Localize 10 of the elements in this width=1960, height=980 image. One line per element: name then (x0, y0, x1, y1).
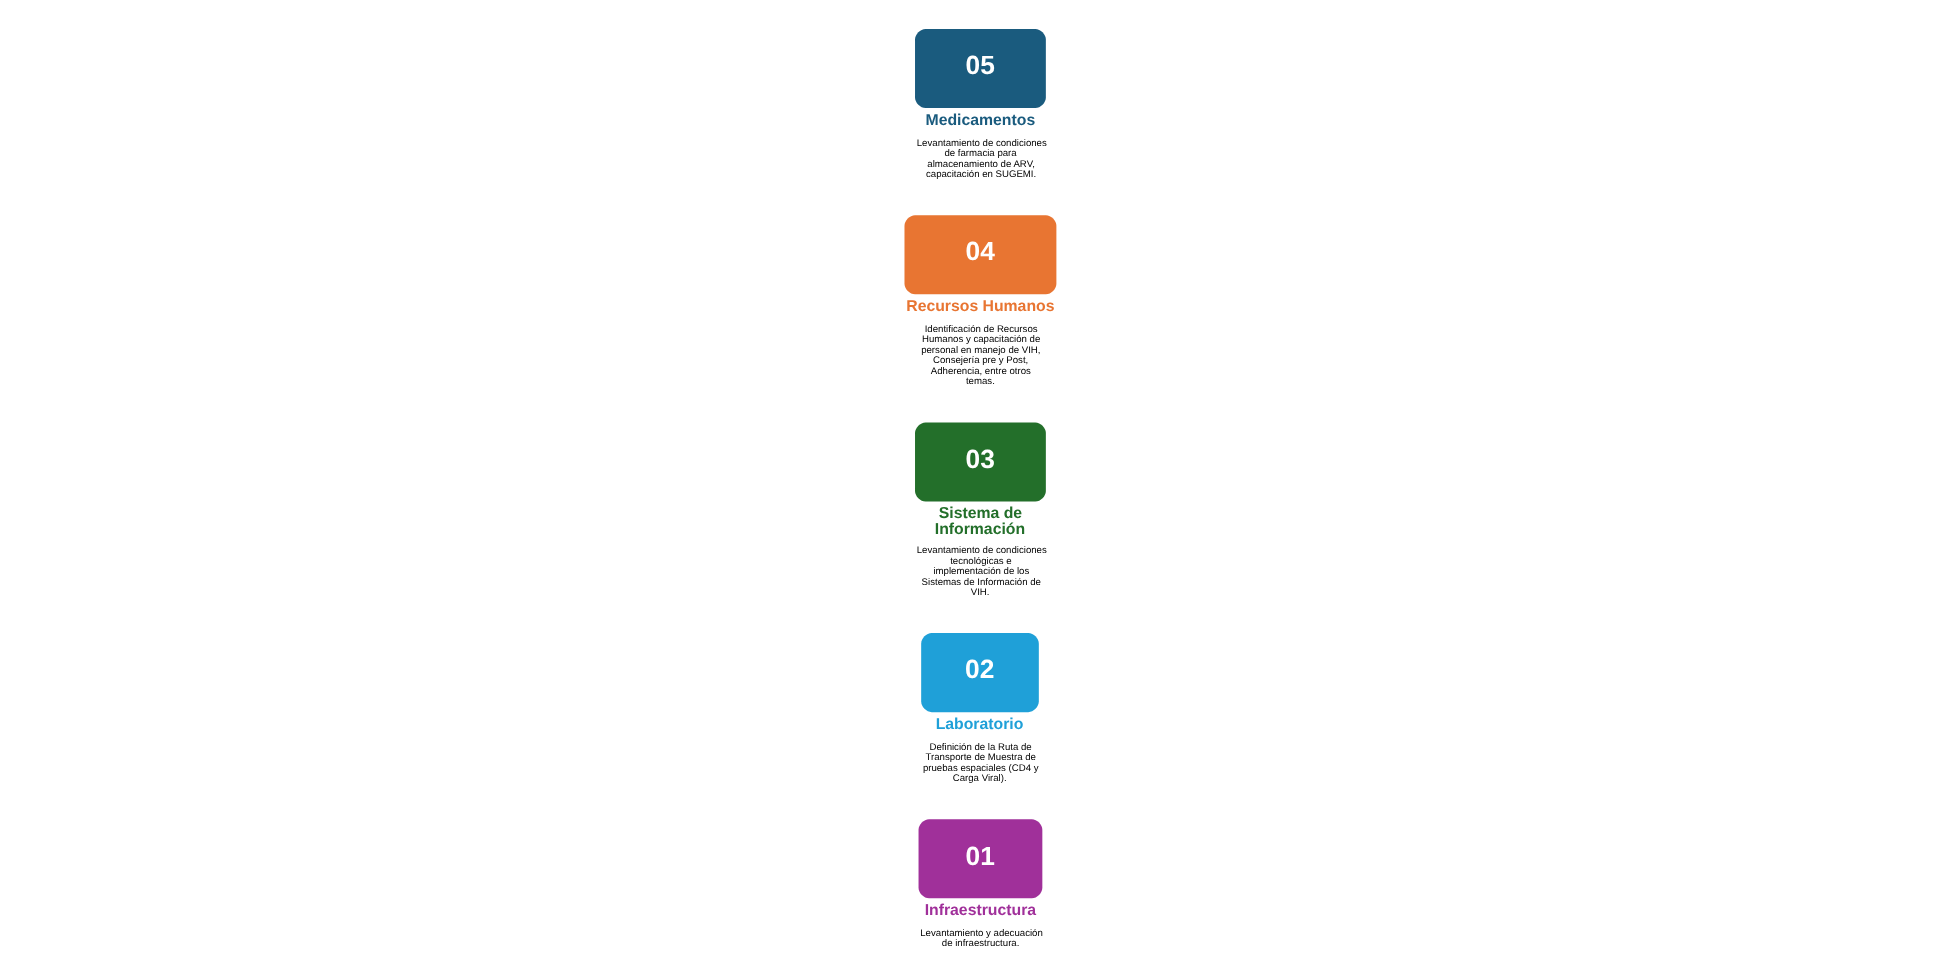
node-label: Sistema de Información (934, 504, 1026, 539)
node-label: Recursos Humanos (906, 297, 1055, 316)
node-label: Laboratorio (935, 715, 1024, 734)
node-box: 03 (915, 422, 1046, 502)
node-box: 05 (915, 29, 1046, 109)
node-label: Infraestructura (924, 901, 1037, 920)
node-label: Medicamentos (925, 111, 1036, 130)
node-box: 02 (921, 633, 1039, 713)
node-box: 04 (904, 215, 1057, 295)
node-box: 01 (918, 819, 1043, 899)
